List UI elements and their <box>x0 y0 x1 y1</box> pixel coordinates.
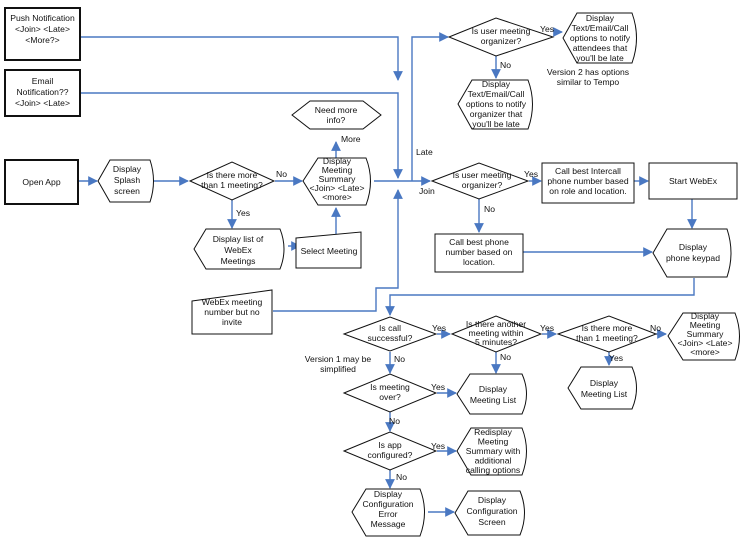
label-no-1: No <box>276 169 287 179</box>
label-no-2: No <box>500 60 511 70</box>
edge-push-to-main <box>80 36 403 81</box>
edge-webex-to-main <box>273 189 403 312</box>
label-yes-4: Yes <box>432 323 446 333</box>
edge-late-to-organizer <box>411 32 449 181</box>
start-webex-text: Start WebEx <box>669 176 718 186</box>
label-no-8: No <box>396 472 407 482</box>
select-meeting-node[interactable]: Select Meeting <box>295 231 362 269</box>
label-yes-3: Yes <box>524 169 538 179</box>
select-meeting-text: Select Meeting <box>301 246 358 256</box>
label-late: Late <box>416 147 433 157</box>
edge-email-to-main <box>80 92 403 179</box>
edge-labels: No Yes More Late Join Yes No Yes No Yes … <box>236 24 661 482</box>
label-no-4: No <box>650 323 661 333</box>
open-app-node[interactable]: Open App <box>4 159 79 205</box>
label-yes-8: Yes <box>431 441 445 451</box>
label-no-3: No <box>484 204 495 214</box>
label-yes-6: Yes <box>609 353 623 363</box>
start-webex-node[interactable]: Start WebEx <box>648 162 738 200</box>
push-notification-node[interactable]: Push Notification<Join> <Late><More?> <box>4 7 81 61</box>
connectors <box>78 27 697 517</box>
label-join: Join <box>419 186 435 196</box>
label-yes-5: Yes <box>540 323 554 333</box>
push-notification-text: Push Notification<Join> <Late><More?> <box>10 13 75 45</box>
label-no-5: No <box>500 352 511 362</box>
label-more: More <box>341 134 361 144</box>
open-app-text: Open App <box>22 177 60 187</box>
label-yes-7: Yes <box>431 382 445 392</box>
label-yes-2: Yes <box>540 24 554 34</box>
label-yes-1: Yes <box>236 208 250 218</box>
label-no-6: No <box>394 354 405 364</box>
edge-keypad-to-callcheck <box>385 278 695 316</box>
label-no-7: No <box>389 416 400 426</box>
